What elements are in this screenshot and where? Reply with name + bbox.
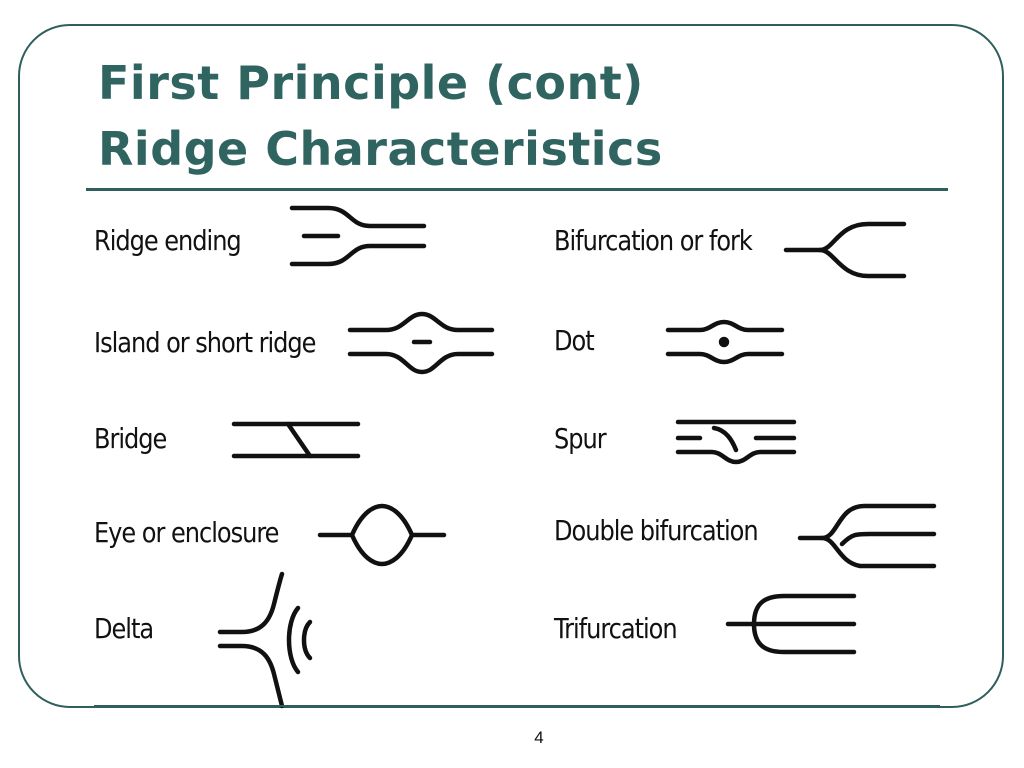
label-dot: Dot [554, 324, 595, 357]
label-delta: Delta [94, 612, 154, 645]
title-line-1: First Principle (cont) [98, 56, 644, 110]
ridge-ending-icon [289, 205, 427, 267]
label-bifurcation: Bifurcation or fork [554, 224, 753, 257]
dot-icon [665, 319, 785, 365]
bifurcation-icon [783, 221, 907, 279]
title-line-2: Ridge Characteristics [98, 122, 663, 176]
label-ridge-ending: Ridge ending [94, 224, 242, 257]
label-double-bifurcation: Double bifurcation [554, 514, 759, 547]
island-icon [347, 311, 495, 375]
double-bifurcation-icon [797, 503, 937, 569]
bridge-icon [231, 421, 361, 459]
spur-icon [675, 419, 797, 465]
label-eye: Eye or enclosure [94, 516, 279, 549]
label-spur: Spur [554, 422, 607, 455]
title-divider [86, 188, 948, 191]
slide-frame [18, 24, 1004, 708]
trifurcation-icon [725, 593, 857, 655]
label-trifurcation: Trifurcation [554, 612, 678, 645]
bottom-divider [94, 705, 940, 707]
label-bridge: Bridge [94, 422, 167, 455]
eye-icon [317, 503, 447, 567]
delta-icon [217, 571, 313, 709]
slide-title: First Principle (cont) Ridge Characteris… [98, 50, 663, 182]
label-island: Island or short ridge [94, 326, 316, 359]
page-number: 4 [534, 728, 544, 747]
